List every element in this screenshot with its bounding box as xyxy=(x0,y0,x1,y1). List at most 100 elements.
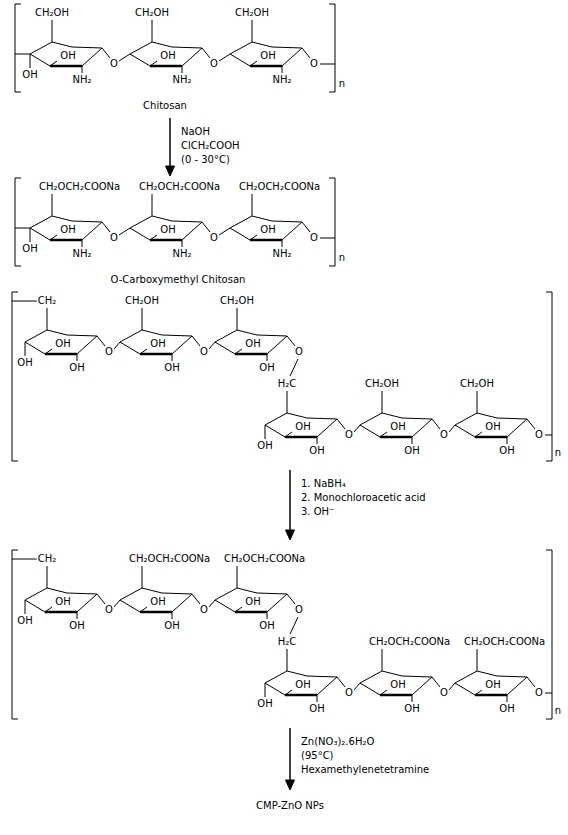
bond-line xyxy=(235,611,267,614)
atom-label: OH xyxy=(68,620,85,632)
atom-label: NH₂ xyxy=(71,248,92,260)
atom-label: OH xyxy=(294,679,311,691)
bond-line xyxy=(119,54,130,61)
bond-line xyxy=(152,194,153,216)
oxygen-label: O xyxy=(209,232,219,244)
substituent-label: CH₂OCH₂COONa xyxy=(128,553,211,565)
substituent-label: CH₂OCH₂COONa xyxy=(223,553,306,565)
sugar-ring xyxy=(130,42,202,66)
bond-line xyxy=(382,391,383,413)
bond-line xyxy=(209,600,215,607)
bond-line xyxy=(449,425,455,432)
oxygen-label: O xyxy=(294,346,304,358)
sugar-ring xyxy=(265,671,337,695)
atom-label: OH xyxy=(59,224,76,236)
bond-line xyxy=(45,353,77,356)
oxygen-label: O xyxy=(439,429,449,441)
atom-label: OH xyxy=(403,445,420,457)
bond-line xyxy=(337,677,345,687)
bond-line xyxy=(182,66,183,73)
oxygen-label: O xyxy=(104,604,114,616)
bond-line xyxy=(77,612,78,619)
bond-line xyxy=(267,612,268,619)
bond-line xyxy=(289,470,291,532)
bond-line xyxy=(209,342,215,349)
bond-line xyxy=(45,607,52,612)
bond-line xyxy=(152,20,153,42)
repeat-bracket xyxy=(15,4,21,92)
bond-line xyxy=(252,194,253,216)
bond-line xyxy=(545,693,552,694)
reagent-label: 1. NaBH₄ xyxy=(300,478,347,490)
bond-line xyxy=(50,61,57,66)
atom-label: OH xyxy=(21,243,38,255)
bond-line xyxy=(250,61,257,66)
sugar-ring xyxy=(120,588,192,612)
atom-label: OH xyxy=(163,620,180,632)
bond-line xyxy=(50,239,82,242)
bond-line xyxy=(47,308,48,330)
oxygen-label: O xyxy=(199,346,209,358)
bond-line xyxy=(202,48,210,58)
bond-line xyxy=(172,612,173,619)
oxygen-label: O xyxy=(209,58,219,70)
atom-label: OH xyxy=(498,445,515,457)
bond-line xyxy=(12,301,37,302)
sugar-ring xyxy=(215,330,287,354)
oxygen-label: O xyxy=(294,604,304,616)
sugar-ring xyxy=(120,330,192,354)
substituent-label: CH₂OH xyxy=(134,7,170,19)
bond-line xyxy=(119,228,130,235)
bond-line xyxy=(172,354,173,361)
reagent-label: NaOH xyxy=(180,126,211,138)
repeat-bracket xyxy=(329,4,335,92)
bond-line xyxy=(52,20,53,42)
bond-line xyxy=(169,118,171,168)
bond-line xyxy=(320,238,335,239)
bond-line xyxy=(475,690,482,695)
bond-line xyxy=(50,235,57,240)
bond-line xyxy=(289,728,291,782)
repeat-bracket xyxy=(546,550,552,719)
substituent-label: CH₂OCH₂COONa xyxy=(38,181,121,193)
sugar-ring xyxy=(455,671,527,695)
bond-line xyxy=(380,432,387,437)
reagent-label: (95°C) xyxy=(300,750,335,762)
bond-line xyxy=(507,695,508,702)
atom-label: OH xyxy=(159,224,176,236)
atom-label: OH xyxy=(258,620,275,632)
substituent-label: CH₂OCH₂COONa xyxy=(368,636,451,648)
atom-label: NH₂ xyxy=(171,248,192,260)
atom-label: OH xyxy=(163,362,180,374)
structure-name: Chitosan xyxy=(142,100,188,112)
bond-line xyxy=(265,683,266,697)
oxygen-label: O xyxy=(104,346,114,358)
bond-line xyxy=(150,235,157,240)
bond-line xyxy=(192,594,200,604)
substituent-label: CH₂OCH₂COONa xyxy=(463,636,546,648)
sugar-ring xyxy=(265,413,337,437)
bond-line xyxy=(235,607,242,612)
bond-line xyxy=(250,239,282,242)
bond-line xyxy=(142,566,143,588)
oxygen-label: O xyxy=(109,58,119,70)
bond-line xyxy=(102,48,110,58)
bond-line xyxy=(182,240,183,247)
atom-label: OH xyxy=(484,421,501,433)
bond-line xyxy=(202,222,210,232)
bond-line xyxy=(235,349,242,354)
bond-line xyxy=(114,600,120,607)
substituent-label: CH₂ xyxy=(37,553,58,565)
substituent-label: H₂C xyxy=(277,636,298,648)
bond-line xyxy=(150,239,182,242)
sugar-ring xyxy=(230,216,302,240)
reagent-label: 2. Monochloroacetic acid xyxy=(300,492,427,504)
bond-line xyxy=(545,435,552,436)
bond-line xyxy=(527,677,535,687)
bond-line xyxy=(150,65,182,68)
bond-line xyxy=(302,222,310,232)
bond-line xyxy=(477,649,478,671)
sugar-ring xyxy=(360,413,432,437)
